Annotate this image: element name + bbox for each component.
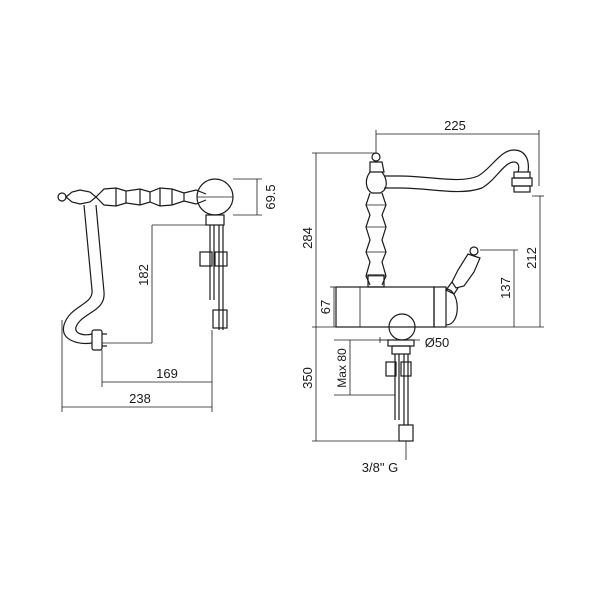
- thread-callout: 3/8" G: [362, 441, 407, 475]
- dim-label-137: 137: [498, 277, 513, 299]
- dim-212: 212: [524, 195, 544, 327]
- dim-label-238: 238: [129, 391, 151, 406]
- side-view-column: [365, 152, 387, 288]
- dim-label-169: 169: [156, 366, 178, 381]
- side-view-base: [385, 313, 416, 442]
- top-view-body: [196, 178, 234, 216]
- dim-238: 238: [61, 320, 213, 412]
- side-view-valve-body: [335, 286, 458, 328]
- dim-182: 182: [102, 224, 206, 344]
- side-view-lever: [445, 246, 481, 295]
- dim-label-thread: 3/8" G: [362, 460, 398, 475]
- dim-label-284: 284: [300, 227, 315, 249]
- dim-label-212: 212: [524, 247, 539, 269]
- top-view-lever: [57, 187, 207, 207]
- dim-69-5: 69.5: [233, 178, 278, 216]
- dim-67: 67: [312, 286, 336, 328]
- dim-label-max-80: Max 80: [335, 348, 349, 388]
- top-view-hoses: [199, 214, 228, 330]
- dim-label-225: 225: [444, 118, 466, 133]
- dim-label-diameter-50: Ø50: [425, 335, 450, 350]
- dim-max-80: Max 80: [334, 339, 395, 396]
- side-view-spout: [384, 149, 533, 193]
- dim-label-350: 350: [300, 367, 315, 389]
- dim-label-182: 182: [136, 264, 151, 286]
- side-view: 225 284 212 137 67: [300, 118, 544, 475]
- dim-137: 137: [446, 249, 544, 328]
- dim-label-67: 67: [318, 300, 333, 314]
- dim-diameter-50: Ø50: [379, 335, 450, 350]
- dim-225: 225: [375, 118, 540, 186]
- top-view: 69.5 182 169 238: [57, 178, 278, 412]
- dim-350: 350: [300, 327, 399, 442]
- dim-169: 169: [101, 330, 213, 387]
- dim-label-69-5: 69.5: [263, 184, 278, 209]
- top-view-spout: [62, 204, 107, 351]
- dim-284: 284: [300, 152, 376, 327]
